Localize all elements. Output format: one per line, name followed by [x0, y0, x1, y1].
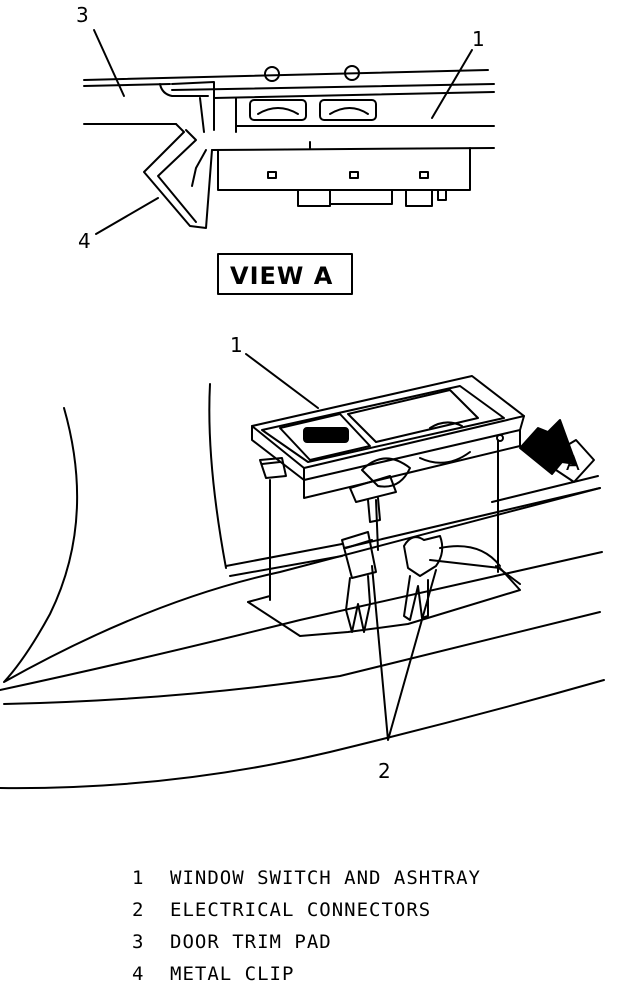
view-a-box	[217, 253, 353, 295]
view-a-arrow	[519, 419, 595, 483]
legend-item: 1 WINDOW SWITCH AND ASHTRAY	[132, 862, 612, 894]
door-panel-outline	[3, 407, 601, 683]
legend-number: 2	[132, 899, 144, 921]
parts-legend: 1 WINDOW SWITCH AND ASHTRAY 2 ELECTRICAL…	[132, 862, 612, 990]
legend-number: 4	[132, 963, 144, 985]
trim-pad-cutout	[247, 559, 521, 637]
switch-ashtray-assembly	[251, 375, 525, 523]
legend-description: DOOR TRIM PAD	[170, 931, 332, 953]
leader-top-4	[95, 197, 159, 235]
callout-bottom-1: 1	[230, 333, 243, 357]
legend-number: 1	[132, 867, 144, 889]
legend-number: 3	[132, 931, 144, 953]
metal-clip-section	[143, 97, 213, 229]
leader-bottom-1	[245, 353, 319, 409]
door-assembly	[0, 353, 605, 790]
electrical-connectors	[341, 531, 521, 633]
view-a-arrow-label: A	[566, 451, 580, 475]
leader-bottom-2	[371, 565, 437, 741]
legend-item: 2 ELECTRICAL CONNECTORS	[132, 894, 612, 926]
legend-description: ELECTRICAL CONNECTORS	[170, 899, 432, 921]
legend-description: METAL CLIP	[170, 963, 295, 985]
door-trim-pad-section	[83, 69, 489, 131]
switch-housing-section	[171, 65, 495, 207]
callout-top-3: 3	[76, 3, 89, 27]
view-a-label: VIEW A	[230, 262, 333, 290]
legend-description: WINDOW SWITCH AND ASHTRAY	[170, 867, 481, 889]
callout-bottom-2: 2	[378, 759, 391, 783]
view-a-detail	[83, 29, 495, 295]
callout-top-1: 1	[472, 27, 485, 51]
legend-item: 4 METAL CLIP	[132, 958, 612, 990]
legend-item: 3 DOOR TRIM PAD	[132, 926, 612, 958]
leader-top-3	[93, 29, 125, 97]
leader-top-1	[431, 49, 473, 119]
callout-top-4: 4	[78, 229, 91, 253]
